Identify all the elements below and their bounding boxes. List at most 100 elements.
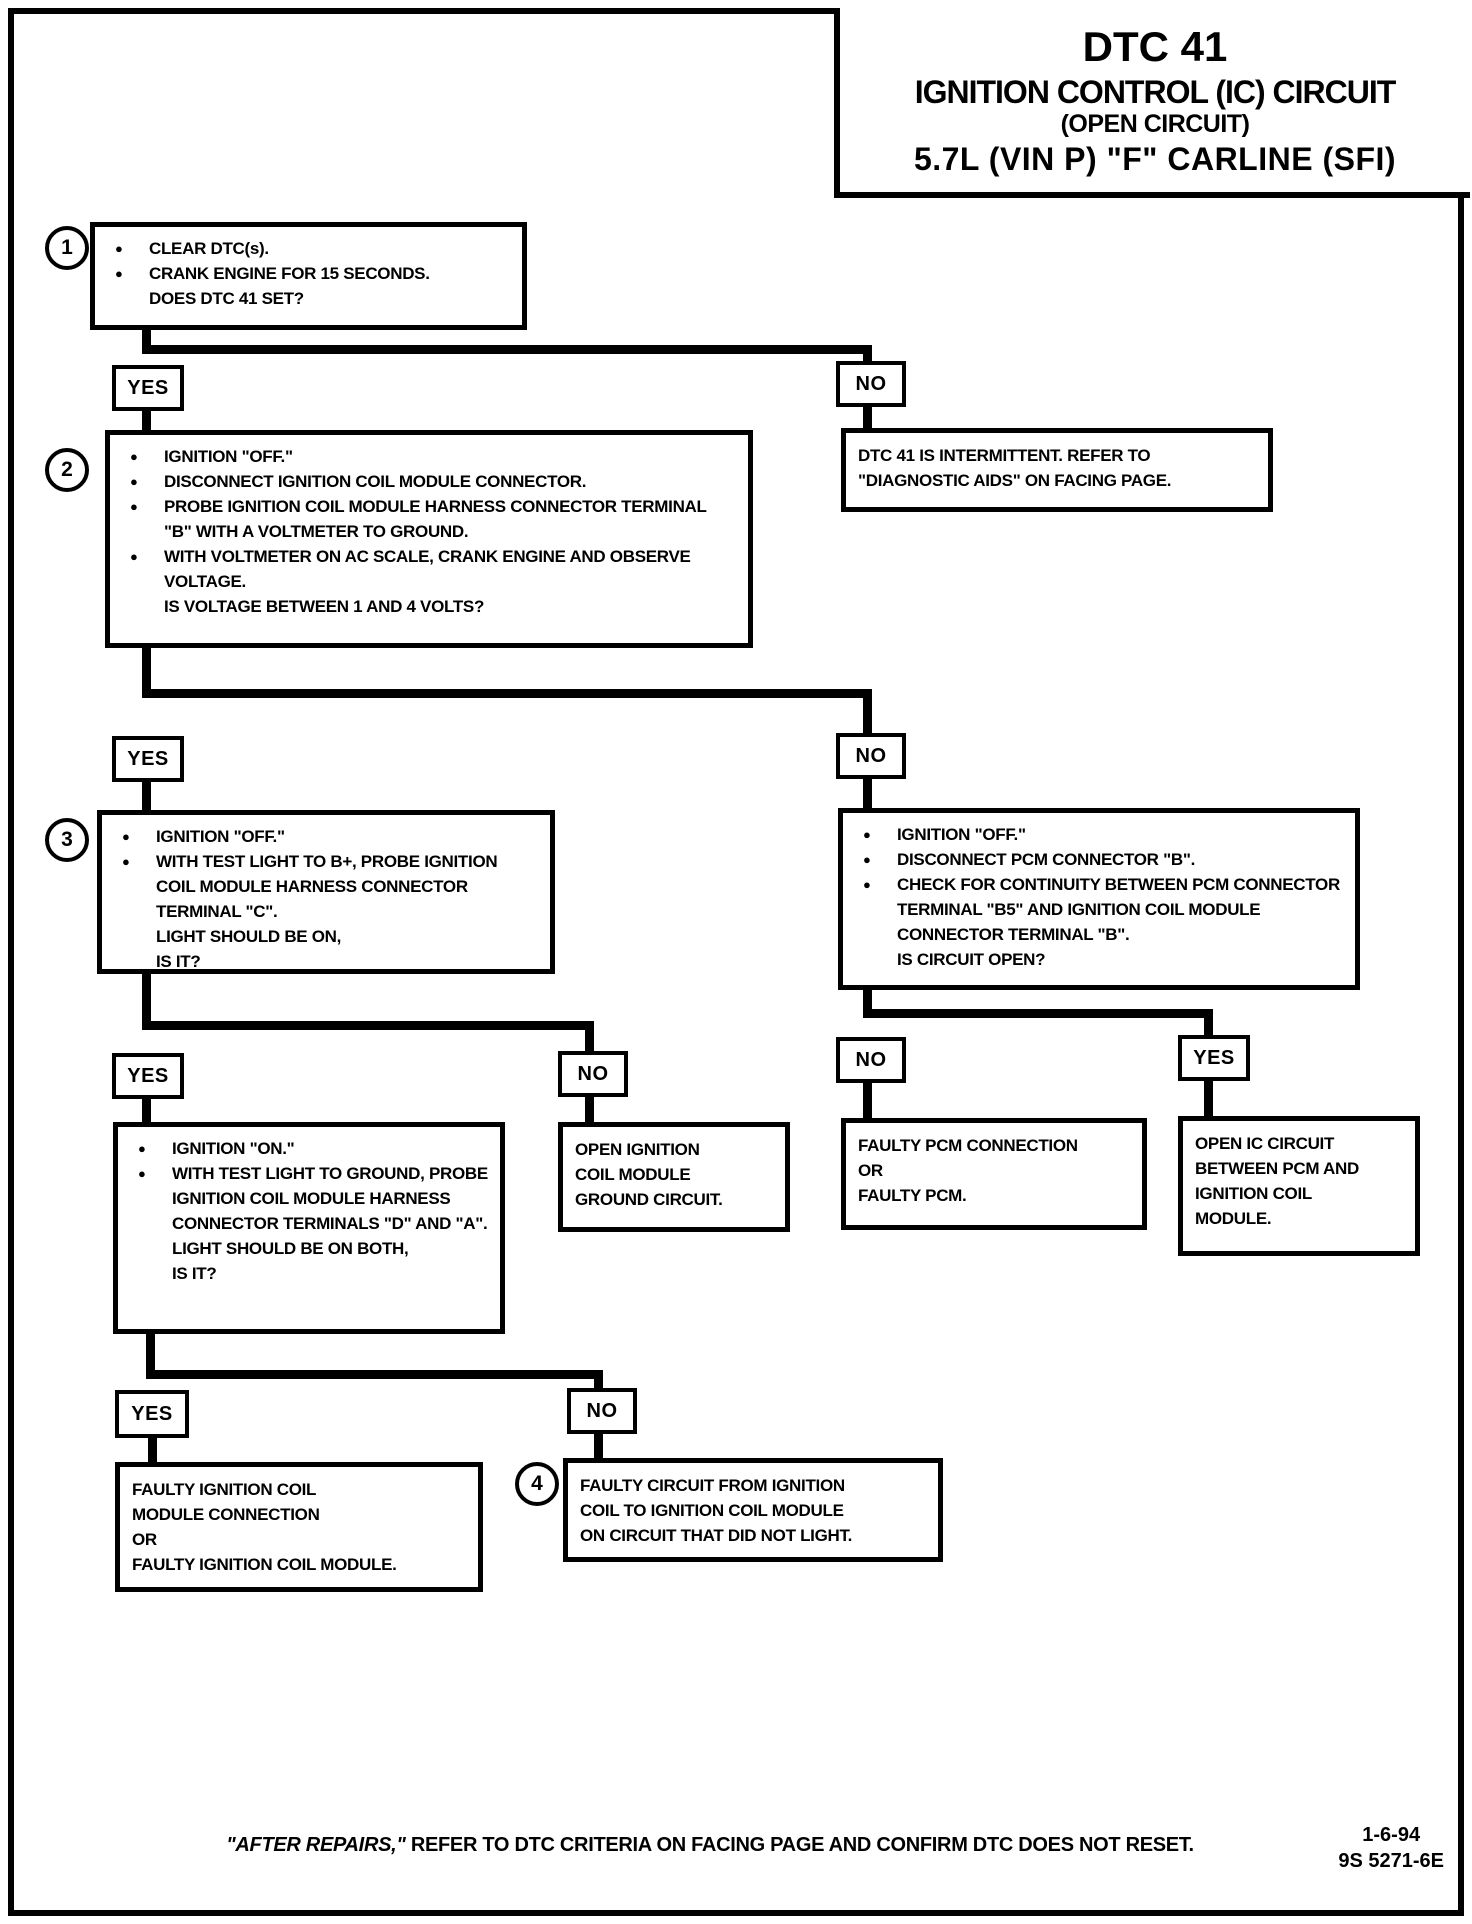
connector-line: [142, 1021, 594, 1030]
step-circle-1: 1: [45, 226, 89, 270]
bullet-item: ● CHECK FOR CONTINUITY BETWEEN PCM CONNE…: [855, 872, 1343, 947]
result-text: IGNITION COIL: [1195, 1184, 1312, 1203]
connector-line: [585, 1097, 594, 1122]
connector-line: [142, 345, 872, 354]
bullet-item: ● DISCONNECT PCM CONNECTOR "B".: [855, 847, 1343, 872]
result-text: "DIAGNOSTIC AIDS" ON FACING PAGE.: [858, 471, 1172, 490]
result-text: OPEN IC CIRCUIT: [1195, 1134, 1335, 1153]
step-number: 1: [61, 236, 73, 259]
bullet-icon: ●: [130, 499, 138, 514]
result-open-ground-box: OPEN IGNITION COIL MODULE GROUND CIRCUIT…: [558, 1122, 790, 1232]
connector-line: [863, 779, 872, 808]
connector-line: [585, 1021, 594, 1053]
yes-branch-2: YES: [112, 736, 184, 782]
connector-line: [142, 782, 151, 810]
yes-branch-3: YES: [112, 1053, 184, 1099]
step3-box: ● IGNITION "OFF." ● WITH TEST LIGHT TO B…: [97, 810, 555, 974]
revision-date: 1-6-94: [1362, 1824, 1421, 1846]
connector-line: [863, 345, 872, 365]
yes-branch-1: YES: [112, 365, 184, 411]
connector-line: [142, 974, 151, 1030]
bullet-text: CRANK ENGINE FOR 15 SECONDS.: [149, 264, 430, 283]
connector-line: [142, 648, 151, 698]
pcm-check-box: ● IGNITION "OFF." ● DISCONNECT PCM CONNE…: [838, 808, 1360, 990]
connector-line: [142, 411, 151, 432]
bullet-text: IGNITION "ON.": [172, 1139, 295, 1158]
no-label: NO: [855, 744, 887, 767]
result-text: FAULTY PCM CONNECTION: [858, 1136, 1078, 1155]
result-text: FAULTY IGNITION COIL: [132, 1480, 317, 1499]
engine-carline-title: 5.7L (VIN P) "F" CARLINE (SFI): [913, 140, 1397, 177]
document-id-block: 1-6-94 9S 5271-6E: [1338, 1822, 1444, 1874]
result-faulty-pcm-box: FAULTY PCM CONNECTION OR FAULTY PCM.: [841, 1118, 1147, 1230]
no-label: NO: [586, 1399, 618, 1422]
step2-box: ● IGNITION "OFF." ● DISCONNECT IGNITION …: [105, 430, 753, 648]
connector-line: [142, 689, 872, 698]
after-repairs-italic: "AFTER REPAIRS,": [226, 1834, 406, 1856]
step1-box: ● CLEAR DTC(s). ● CRANK ENGINE FOR 15 SE…: [90, 222, 527, 330]
bullet-icon: ●: [122, 829, 130, 844]
no-branch-5: NO: [567, 1388, 637, 1434]
bullet-icon: ●: [115, 241, 123, 256]
step-circle-4: 4: [515, 1462, 559, 1506]
bullet-item: ● IGNITION "ON.": [130, 1136, 488, 1161]
question-text: LIGHT SHOULD BE ON,: [156, 927, 342, 946]
bullet-icon: ●: [138, 1141, 146, 1156]
after-repairs-rest: REFER TO DTC CRITERIA ON FACING PAGE AND…: [405, 1834, 1194, 1856]
bullet-text: IGNITION "OFF.": [156, 827, 285, 846]
circuit-title: IGNITION CONTROL (IC) CIRCUIT: [914, 73, 1397, 110]
bullet-icon: ●: [130, 474, 138, 489]
bullet-icon: ●: [863, 877, 871, 892]
bullet-item: ● IGNITION "OFF.": [122, 444, 736, 469]
yes-label: YES: [1193, 1046, 1235, 1069]
yes-branch-5: YES: [115, 1390, 189, 1438]
connector-line: [863, 990, 872, 1018]
bullet-text: IGNITION "OFF.": [897, 825, 1026, 844]
bullet-text: WITH TEST LIGHT TO B+, PROBE IGNITION CO…: [156, 852, 498, 921]
step-number: 3: [61, 828, 73, 851]
bullet-icon: ●: [130, 549, 138, 564]
result-faulty-circuit-box: FAULTY CIRCUIT FROM IGNITION COIL TO IGN…: [563, 1458, 943, 1562]
connector-line: [146, 1334, 155, 1379]
bullet-item: ● WITH VOLTMETER ON AC SCALE, CRANK ENGI…: [122, 544, 736, 594]
bullet-item: ● CLEAR DTC(s).: [107, 236, 510, 261]
connector-line: [142, 330, 151, 354]
page-border: [8, 8, 1464, 1916]
bullet-text: IGNITION "OFF.": [164, 447, 293, 466]
result-text: MODULE.: [1195, 1209, 1272, 1228]
dtc-code-title: DTC 41: [1082, 23, 1228, 71]
connector-line: [594, 1434, 603, 1460]
bullet-icon: ●: [115, 266, 123, 281]
no-branch-2: NO: [836, 733, 906, 779]
result-text: MODULE CONNECTION: [132, 1505, 320, 1524]
yes-label: YES: [127, 747, 169, 770]
bullet-text: CLEAR DTC(s).: [149, 239, 269, 258]
bullet-icon: ●: [138, 1166, 146, 1181]
step-number: 2: [61, 458, 73, 481]
after-repairs-note: "AFTER REPAIRS," REFER TO DTC CRITERIA O…: [0, 1834, 1420, 1857]
result-text: BETWEEN PCM AND: [1195, 1159, 1359, 1178]
result-text: ON CIRCUIT THAT DID NOT LIGHT.: [580, 1526, 853, 1545]
question-text: IS IT?: [172, 1264, 217, 1283]
no-branch-4: NO: [836, 1037, 906, 1083]
question-text: DOES DTC 41 SET?: [149, 289, 304, 308]
bullet-item: ● IGNITION "OFF.": [855, 822, 1343, 847]
connector-line: [863, 689, 872, 734]
step-circle-3: 3: [45, 818, 89, 862]
bullet-icon: ●: [122, 854, 130, 869]
bullet-item: ● WITH TEST LIGHT TO B+, PROBE IGNITION …: [114, 849, 538, 924]
yes-label: YES: [127, 376, 169, 399]
bullet-text: PROBE IGNITION COIL MODULE HARNESS CONNE…: [164, 497, 707, 541]
result-text: OR: [132, 1530, 157, 1549]
bullet-item: ● WITH TEST LIGHT TO GROUND, PROBE IGNIT…: [130, 1161, 488, 1236]
connector-line: [863, 1083, 872, 1118]
bullet-icon: ●: [130, 449, 138, 464]
no-branch-1: NO: [836, 361, 906, 407]
result-text: COIL TO IGNITION COIL MODULE: [580, 1501, 844, 1520]
document-number: 9S 5271-6E: [1338, 1850, 1444, 1872]
bullet-item: ● PROBE IGNITION COIL MODULE HARNESS CON…: [122, 494, 736, 544]
title-block: DTC 41 IGNITION CONTROL (IC) CIRCUIT (OP…: [834, 8, 1470, 198]
yes-label: YES: [131, 1402, 173, 1425]
no-label: NO: [855, 1048, 887, 1071]
